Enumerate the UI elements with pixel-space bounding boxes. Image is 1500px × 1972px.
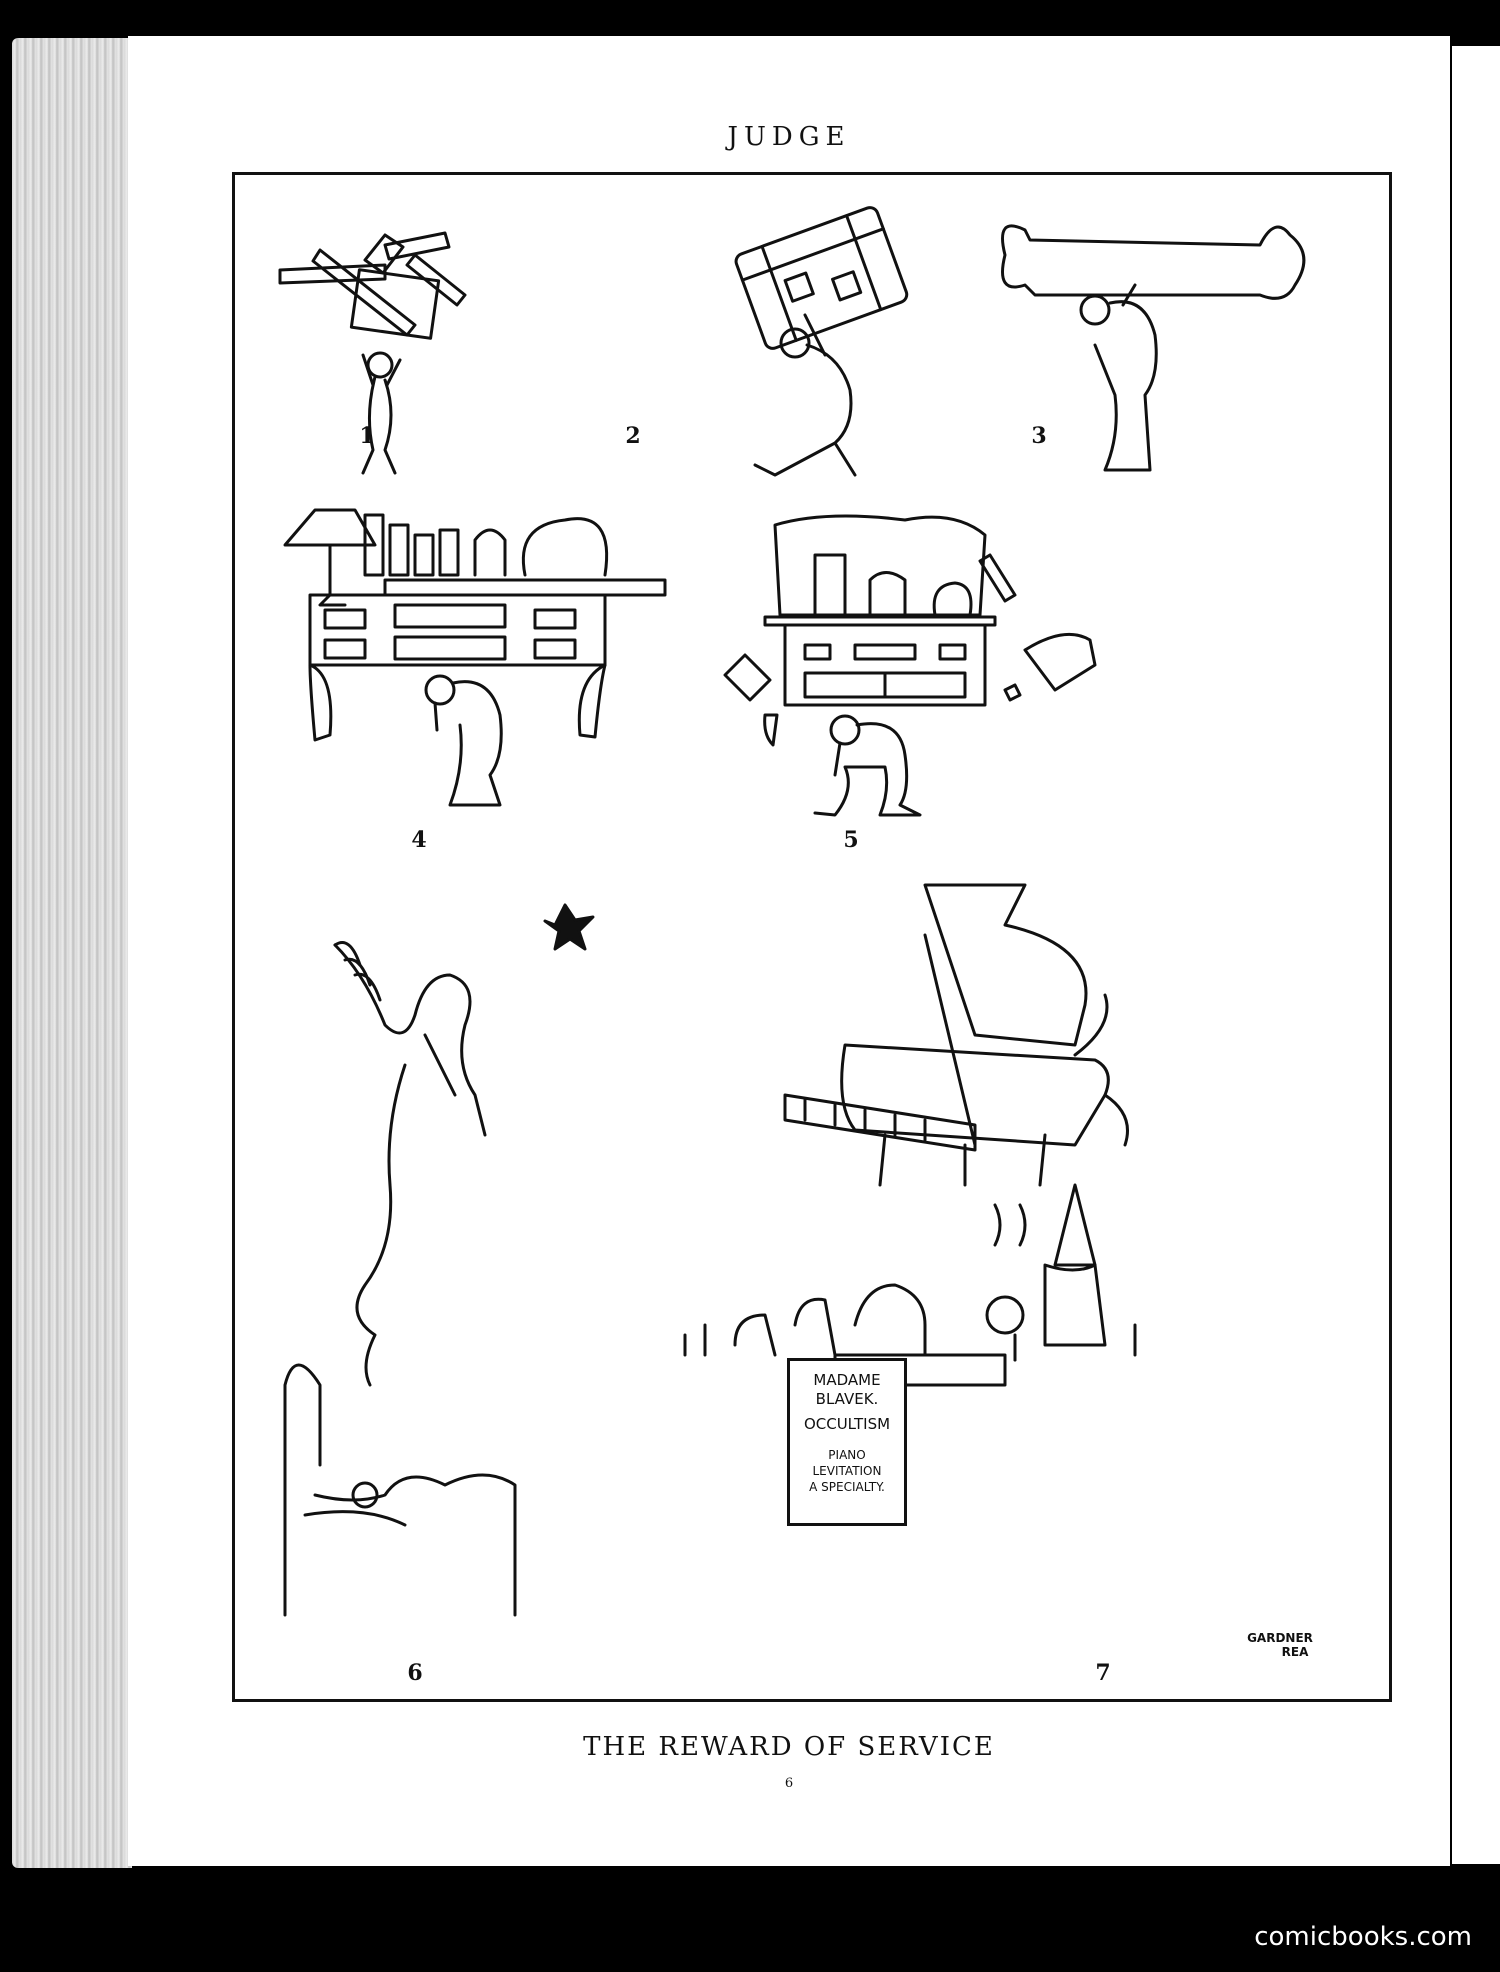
signature-first-name: GARDNER <box>1247 1631 1313 1645</box>
sign-line-2: BLAVEK. <box>815 1390 879 1408</box>
panel-3-art <box>1001 224 1306 472</box>
sign-line-3: OCCULTISM <box>803 1415 891 1433</box>
panel-6-art <box>283 903 595 1617</box>
page-number: 6 <box>784 1776 794 1791</box>
sign-line-6: A SPECIALTY. <box>809 1480 885 1494</box>
panel-number-5: 5 <box>843 827 859 853</box>
watermark: comicbooks.com <box>1254 1922 1472 1952</box>
sign-line-5: LEVITATION <box>812 1464 882 1478</box>
panel-number-4: 4 <box>411 827 427 853</box>
panel-7-art <box>683 883 1137 1387</box>
panel-number-1: 1 <box>359 423 375 449</box>
panel-4-art <box>283 508 667 807</box>
panel-5-art <box>723 514 1097 817</box>
artist-signature: GARDNER REA <box>1235 1631 1325 1659</box>
signature-last-name: REA <box>1281 1645 1309 1659</box>
panel-number-3: 3 <box>1031 423 1047 449</box>
comic-illustration <box>278 206 1306 1617</box>
panel-number-7: 7 <box>1095 1660 1111 1686</box>
panel-2-art <box>734 206 909 477</box>
cartoon-caption: THE REWARD OF SERVICE <box>583 1732 995 1762</box>
running-head: JUDGE <box>727 122 851 152</box>
seance-sign: MADAME BLAVEK. OCCULTISM PIANO LEVITATIO… <box>787 1358 907 1526</box>
sign-line-4: PIANO <box>828 1448 866 1462</box>
panel-1-art <box>278 231 467 475</box>
comic-frame: 1 2 3 4 5 6 7 MADAME BLAVEK. OCCULTISM P… <box>232 172 1392 1702</box>
panel-number-6: 6 <box>407 1660 423 1686</box>
next-page-edge <box>1452 46 1500 1864</box>
panel-number-2: 2 <box>625 423 641 449</box>
magazine-page: JUDGE <box>128 36 1450 1866</box>
book-page-edges <box>12 38 132 1868</box>
sign-line-1: MADAME <box>813 1371 881 1389</box>
